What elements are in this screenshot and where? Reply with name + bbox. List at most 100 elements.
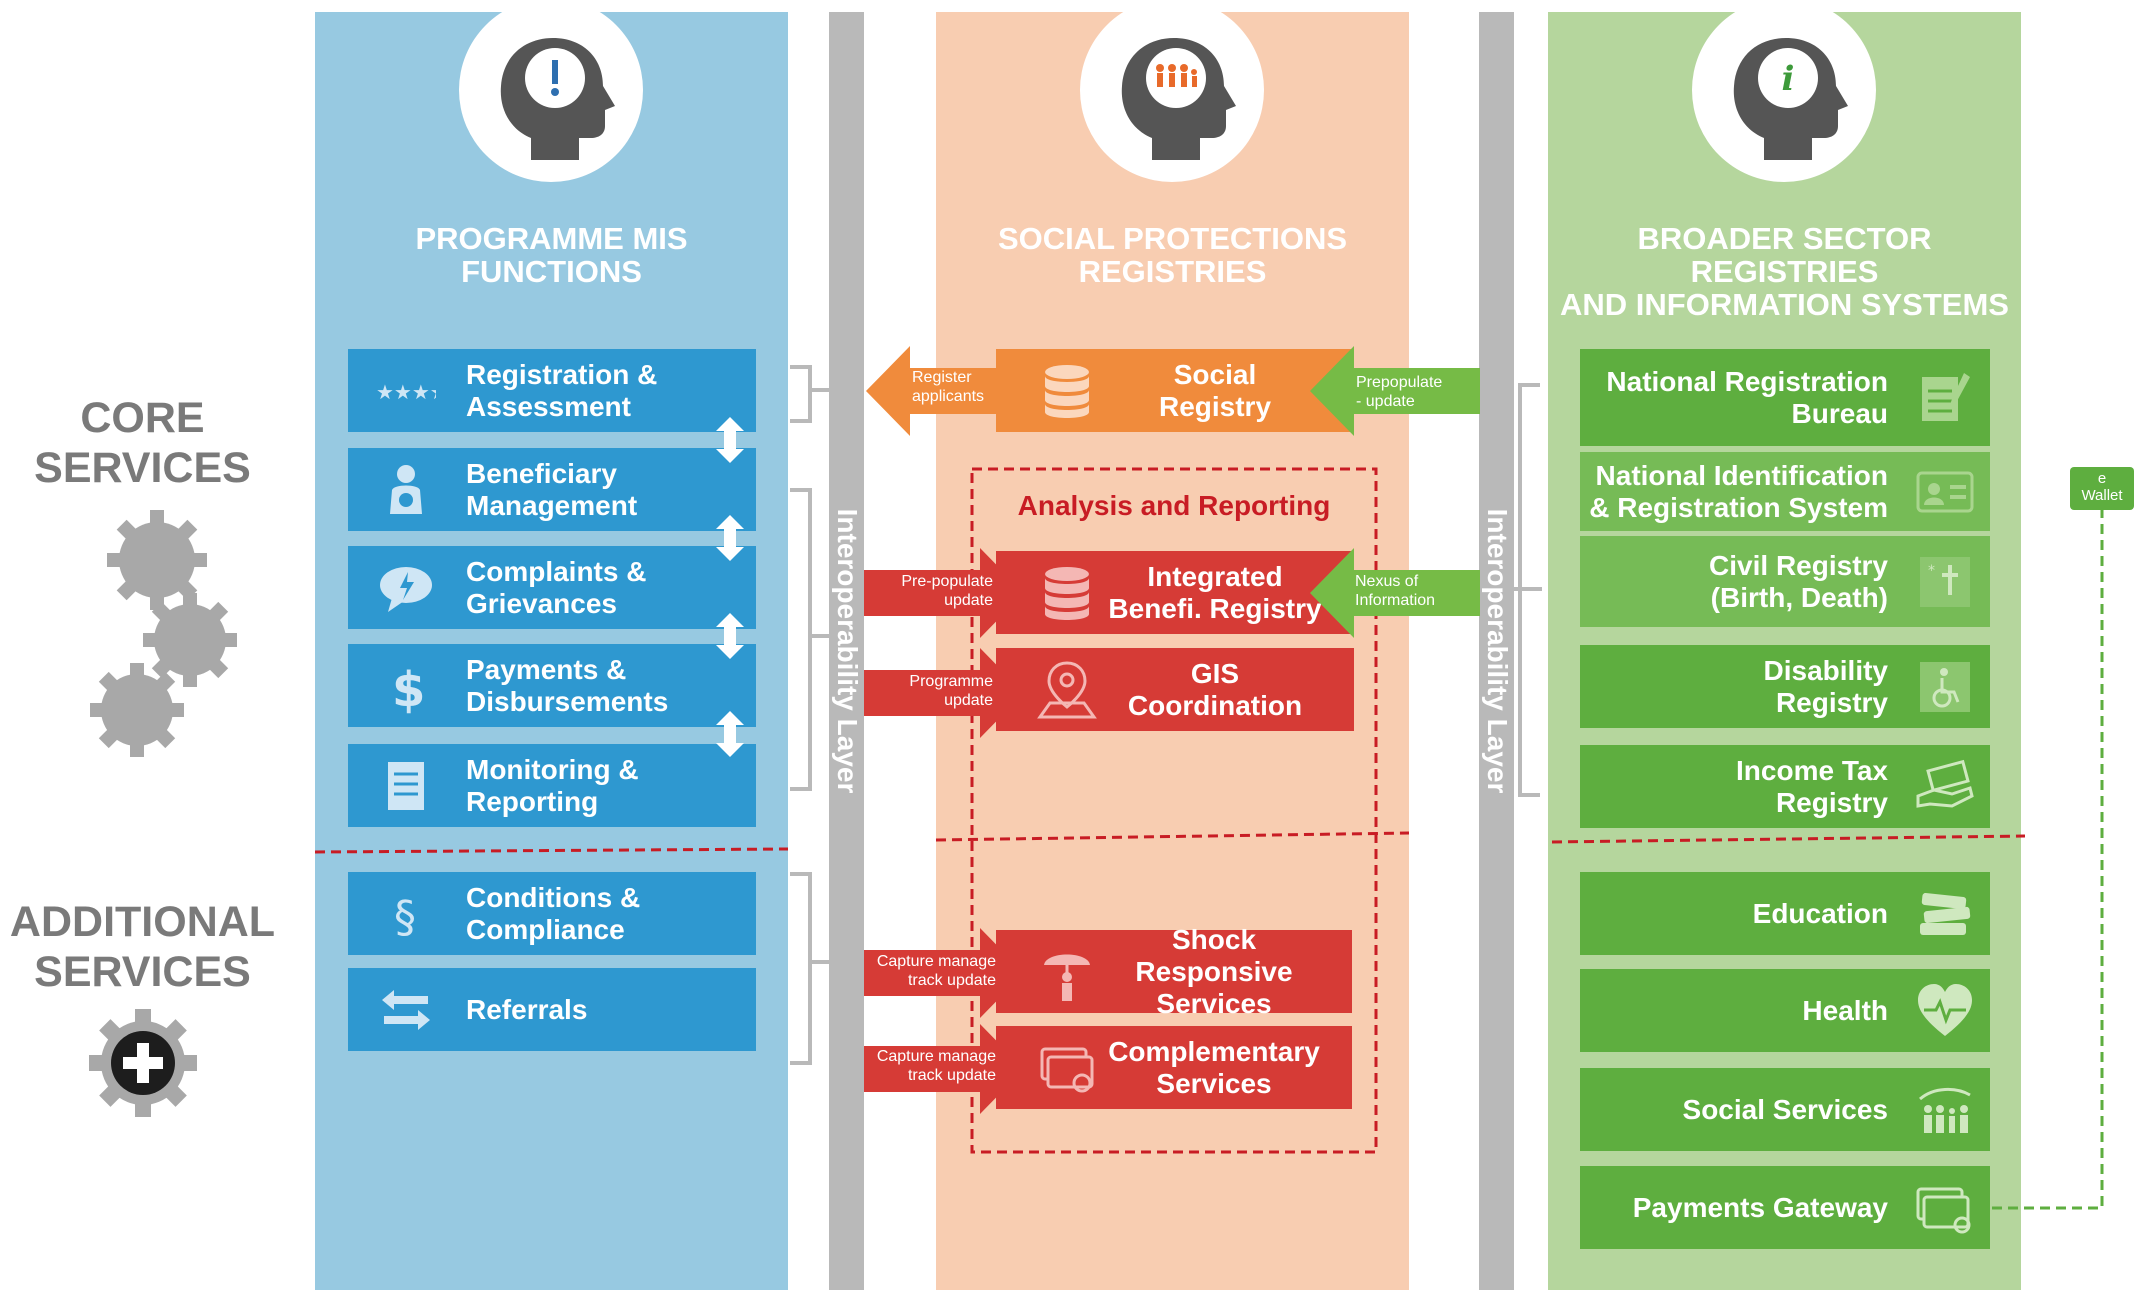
- broader-box-payments-gateway[interactable]: Payments Gateway: [1580, 1166, 1990, 1249]
- complementary-services-box[interactable]: Complementary Services: [996, 1026, 1352, 1109]
- stars-icon: ★★★★★: [376, 380, 436, 404]
- bracket-additional: [790, 872, 812, 1065]
- broader-box-national-id[interactable]: National Identification & Registration S…: [1580, 452, 1990, 531]
- broader-box-income-tax[interactable]: Income Tax Registry: [1580, 745, 1990, 828]
- programme-update-arrow: [864, 648, 1024, 738]
- cards-icon: [1040, 1047, 1094, 1092]
- mis-box-registration[interactable]: ★★★★★ Registration & Assessment: [348, 349, 756, 432]
- svg-text:★★★★★: ★★★★★: [376, 380, 436, 404]
- broader-box-disability[interactable]: Disability Registry: [1580, 645, 1990, 728]
- mis-box-label: Registration & Assessment: [466, 358, 658, 422]
- svg-text:§: §: [394, 892, 416, 943]
- mis-box-complaints[interactable]: Complaints & Grievances: [348, 546, 756, 629]
- cross-icon: *: [1920, 556, 1970, 607]
- mis-box-label: Conditions & Compliance: [466, 881, 641, 945]
- svg-text:*: *: [1928, 563, 1935, 579]
- integrated-registry-label: Integrated Benefi. Registry: [1108, 560, 1322, 624]
- bracket-core: [790, 488, 812, 791]
- complementary-services-label: Complementary Services: [1108, 1035, 1320, 1099]
- gis-label: GIS Coordination: [1127, 657, 1303, 721]
- mis-box-label: Complaints & Grievances: [466, 555, 647, 619]
- family-icon: [1919, 1087, 1971, 1133]
- mis-box-label: Monitoring & Reporting: [466, 753, 639, 817]
- bracket-connector: [812, 388, 832, 392]
- head-alert-icon: [459, 0, 643, 182]
- broader-box-label: National Registration Bureau: [1606, 365, 1888, 429]
- svg-text:$: $: [392, 662, 425, 716]
- id-card-icon: [1916, 471, 1974, 512]
- head-family-icon: [1080, 0, 1264, 182]
- bracket-connector: [1512, 587, 1542, 591]
- mis-box-referrals[interactable]: Referrals: [348, 968, 756, 1051]
- gears-icon: [85, 505, 245, 770]
- prepopulate-label: Prepopulate - update: [1356, 374, 1443, 410]
- social-registry-box[interactable]: Social Registry: [996, 349, 1354, 432]
- section-icon: §: [394, 892, 416, 943]
- capture-label-1: Capture manage track update: [876, 953, 996, 989]
- ewallet-badge[interactable]: e Wallet: [2070, 467, 2134, 510]
- document-pen-icon: [1922, 372, 1970, 421]
- additional-services-label: ADDITIONAL SERVICES: [9, 898, 276, 996]
- prepopulate-arrow: [1310, 346, 1480, 436]
- heart-icon: [1918, 983, 1972, 1036]
- mis-box-payments[interactable]: $ Payments & Disbursements: [348, 644, 756, 727]
- broader-box-label: National Identification & Registration S…: [1589, 459, 1888, 523]
- analysis-reporting-title: Analysis and Reporting: [1017, 490, 1331, 521]
- person-icon: [390, 464, 422, 514]
- broader-box-label: Health: [1802, 994, 1888, 1026]
- money-hand-icon: [1916, 759, 1974, 808]
- bracket-registration: [790, 365, 812, 423]
- gear-plus-icon: [88, 1008, 198, 1123]
- svg-text:i: i: [1782, 59, 1795, 99]
- broader-column-title: BROADER SECTOR REGISTRIES AND INFORMATIO…: [1560, 221, 2009, 322]
- sp-column-title: SOCIAL PROTECTIONS REGISTRIES: [997, 221, 1348, 289]
- capture-label-2: Capture manage track update: [876, 1048, 996, 1084]
- shock-responsive-box[interactable]: Shock Responsive Services: [996, 924, 1352, 1019]
- register-applicants-arrow: [866, 346, 1026, 436]
- mis-box-conditions[interactable]: § Conditions & Compliance: [348, 872, 756, 955]
- mis-column-title: PROGRAMME MIS FUNCTIONS: [415, 221, 688, 289]
- broader-box-registration-bureau[interactable]: National Registration Bureau: [1580, 349, 1990, 446]
- gis-box[interactable]: GIS Coordination: [996, 648, 1354, 731]
- dollar-icon: $: [392, 662, 425, 716]
- mis-double-arrows: [716, 417, 744, 757]
- broader-box-label: Social Services: [1682, 1093, 1888, 1125]
- report-icon: [388, 761, 424, 810]
- arrows-icon: [382, 989, 430, 1030]
- mis-box-label: Referrals: [466, 993, 588, 1025]
- books-icon: [1920, 892, 1971, 935]
- capture-arrow-1: [864, 928, 1024, 1018]
- map-pin-icon: [1037, 660, 1097, 718]
- shock-responsive-label: Shock Responsive Services: [1135, 923, 1293, 1019]
- broader-box-label: Civil Registry (Birth, Death): [1709, 549, 1888, 613]
- mis-box-beneficiary[interactable]: Beneficiary Management: [348, 448, 756, 531]
- prepopulate-update-label: Pre-populate update: [901, 573, 993, 609]
- database-icon: [1045, 566, 1089, 620]
- mis-box-label: Payments & Disbursements: [466, 653, 669, 717]
- mis-box-label: Beneficiary Management: [466, 457, 638, 521]
- mis-box-monitoring[interactable]: Monitoring & Reporting: [348, 744, 756, 827]
- broader-box-label: Payments Gateway: [1632, 1191, 1888, 1223]
- head-info-icon: i: [1692, 0, 1876, 182]
- umbrella-person-icon: [1044, 954, 1090, 1001]
- bracket-connector: [812, 634, 832, 638]
- bracket-connector: [812, 960, 832, 964]
- integrated-registry-box[interactable]: Integrated Benefi. Registry: [996, 551, 1354, 634]
- database-icon: [1045, 364, 1089, 418]
- register-applicants-label: Register applicants: [912, 369, 985, 405]
- broader-box-civil-registry[interactable]: * Civil Registry (Birth, Death): [1580, 536, 1990, 627]
- prepopulate-update-arrow: [864, 548, 1024, 638]
- broader-box-health[interactable]: Health: [1580, 969, 1990, 1052]
- broader-box-label: Education: [1752, 897, 1888, 929]
- broader-box-social-services[interactable]: Social Services: [1580, 1068, 1990, 1151]
- broader-box-education[interactable]: Education: [1580, 872, 1990, 955]
- interoperability-layer-right: Interoperability Layer: [1479, 12, 1514, 1290]
- speech-bubble-icon: [380, 566, 432, 612]
- nexus-arrow: [1310, 548, 1480, 638]
- social-registry-label: Social Registry: [1158, 358, 1272, 422]
- interoperability-layer-left: Interoperability Layer: [829, 12, 864, 1290]
- card-icon: [1916, 1187, 1971, 1233]
- capture-arrow-2: [864, 1024, 1024, 1114]
- programme-update-label: Programme update: [909, 673, 993, 709]
